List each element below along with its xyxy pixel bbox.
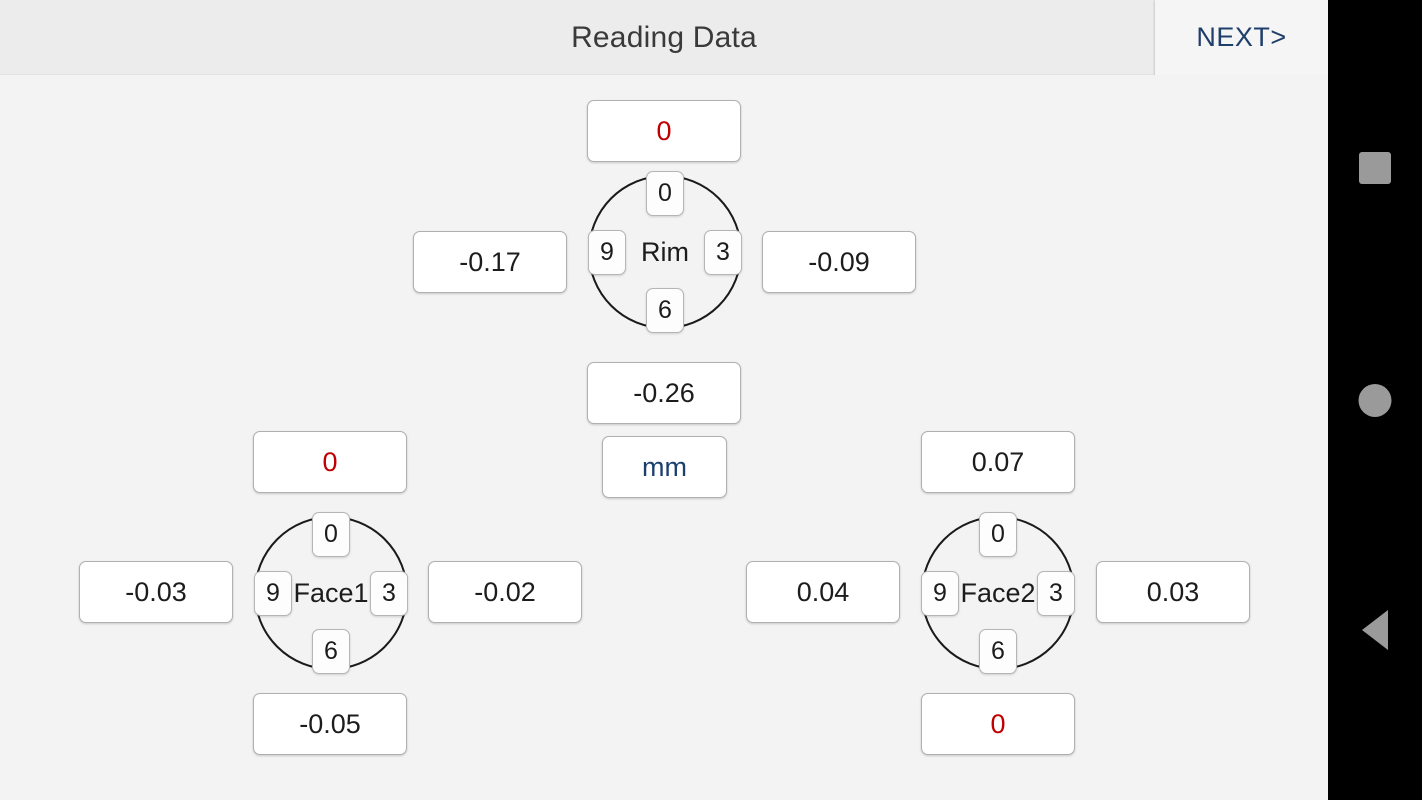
face2-reading-bottom[interactable]: 0 (921, 693, 1075, 755)
face2-clock-badge-9[interactable]: 9 (921, 571, 959, 616)
rim-clock-badge-3[interactable]: 3 (704, 230, 742, 275)
page-title: Reading Data (571, 21, 757, 54)
rim-reading-left[interactable]: -0.17 (413, 231, 567, 293)
unit-selector[interactable]: mm (602, 436, 727, 498)
face2-clock-badge-3[interactable]: 3 (1037, 571, 1075, 616)
app-header: Reading Data NEXT> (0, 0, 1328, 75)
face2-dial-label: Face2 (960, 577, 1036, 608)
rim-dial-label: Rim (641, 236, 689, 267)
face2-reading-left[interactable]: 0.04 (746, 561, 900, 623)
face2-reading-top[interactable]: 0.07 (921, 431, 1075, 493)
face2-clock-badge-6[interactable]: 6 (979, 629, 1017, 674)
face1-clock-badge-3[interactable]: 3 (370, 571, 408, 616)
face1-dial[interactable]: Face1 0 3 6 9 (254, 512, 408, 674)
face1-dial-label: Face1 (293, 577, 369, 608)
face2-dial[interactable]: Face2 0 3 6 9 (921, 512, 1075, 674)
face2-clock-badge-0[interactable]: 0 (979, 512, 1017, 557)
reading-data-panel: 0 -0.17 -0.09 -0.26 Rim 0 3 6 9 mm 0 -0.… (0, 75, 1328, 800)
rim-reading-right[interactable]: -0.09 (762, 231, 916, 293)
next-button[interactable]: NEXT> (1155, 0, 1328, 75)
square-recents-icon[interactable] (1359, 152, 1391, 184)
rim-dial[interactable]: Rim 0 3 6 9 (588, 171, 742, 333)
face2-reading-right[interactable]: 0.03 (1096, 561, 1250, 623)
rim-reading-top[interactable]: 0 (587, 100, 741, 162)
face1-reading-right[interactable]: -0.02 (428, 561, 582, 623)
android-navigation-bar (1328, 0, 1422, 800)
face1-reading-left[interactable]: -0.03 (79, 561, 233, 623)
face1-clock-badge-9[interactable]: 9 (254, 571, 292, 616)
rim-clock-badge-6[interactable]: 6 (646, 288, 684, 333)
rim-clock-badge-0[interactable]: 0 (646, 171, 684, 216)
face1-clock-badge-0[interactable]: 0 (312, 512, 350, 557)
rim-clock-badge-9[interactable]: 9 (588, 230, 626, 275)
face1-clock-badge-6[interactable]: 6 (312, 629, 350, 674)
face1-reading-bottom[interactable]: -0.05 (253, 693, 407, 755)
triangle-back-icon[interactable] (1362, 610, 1388, 650)
rim-reading-bottom[interactable]: -0.26 (587, 362, 741, 424)
face1-reading-top[interactable]: 0 (253, 431, 407, 493)
circle-home-icon[interactable] (1358, 384, 1392, 417)
next-button-label: NEXT> (1196, 22, 1287, 52)
